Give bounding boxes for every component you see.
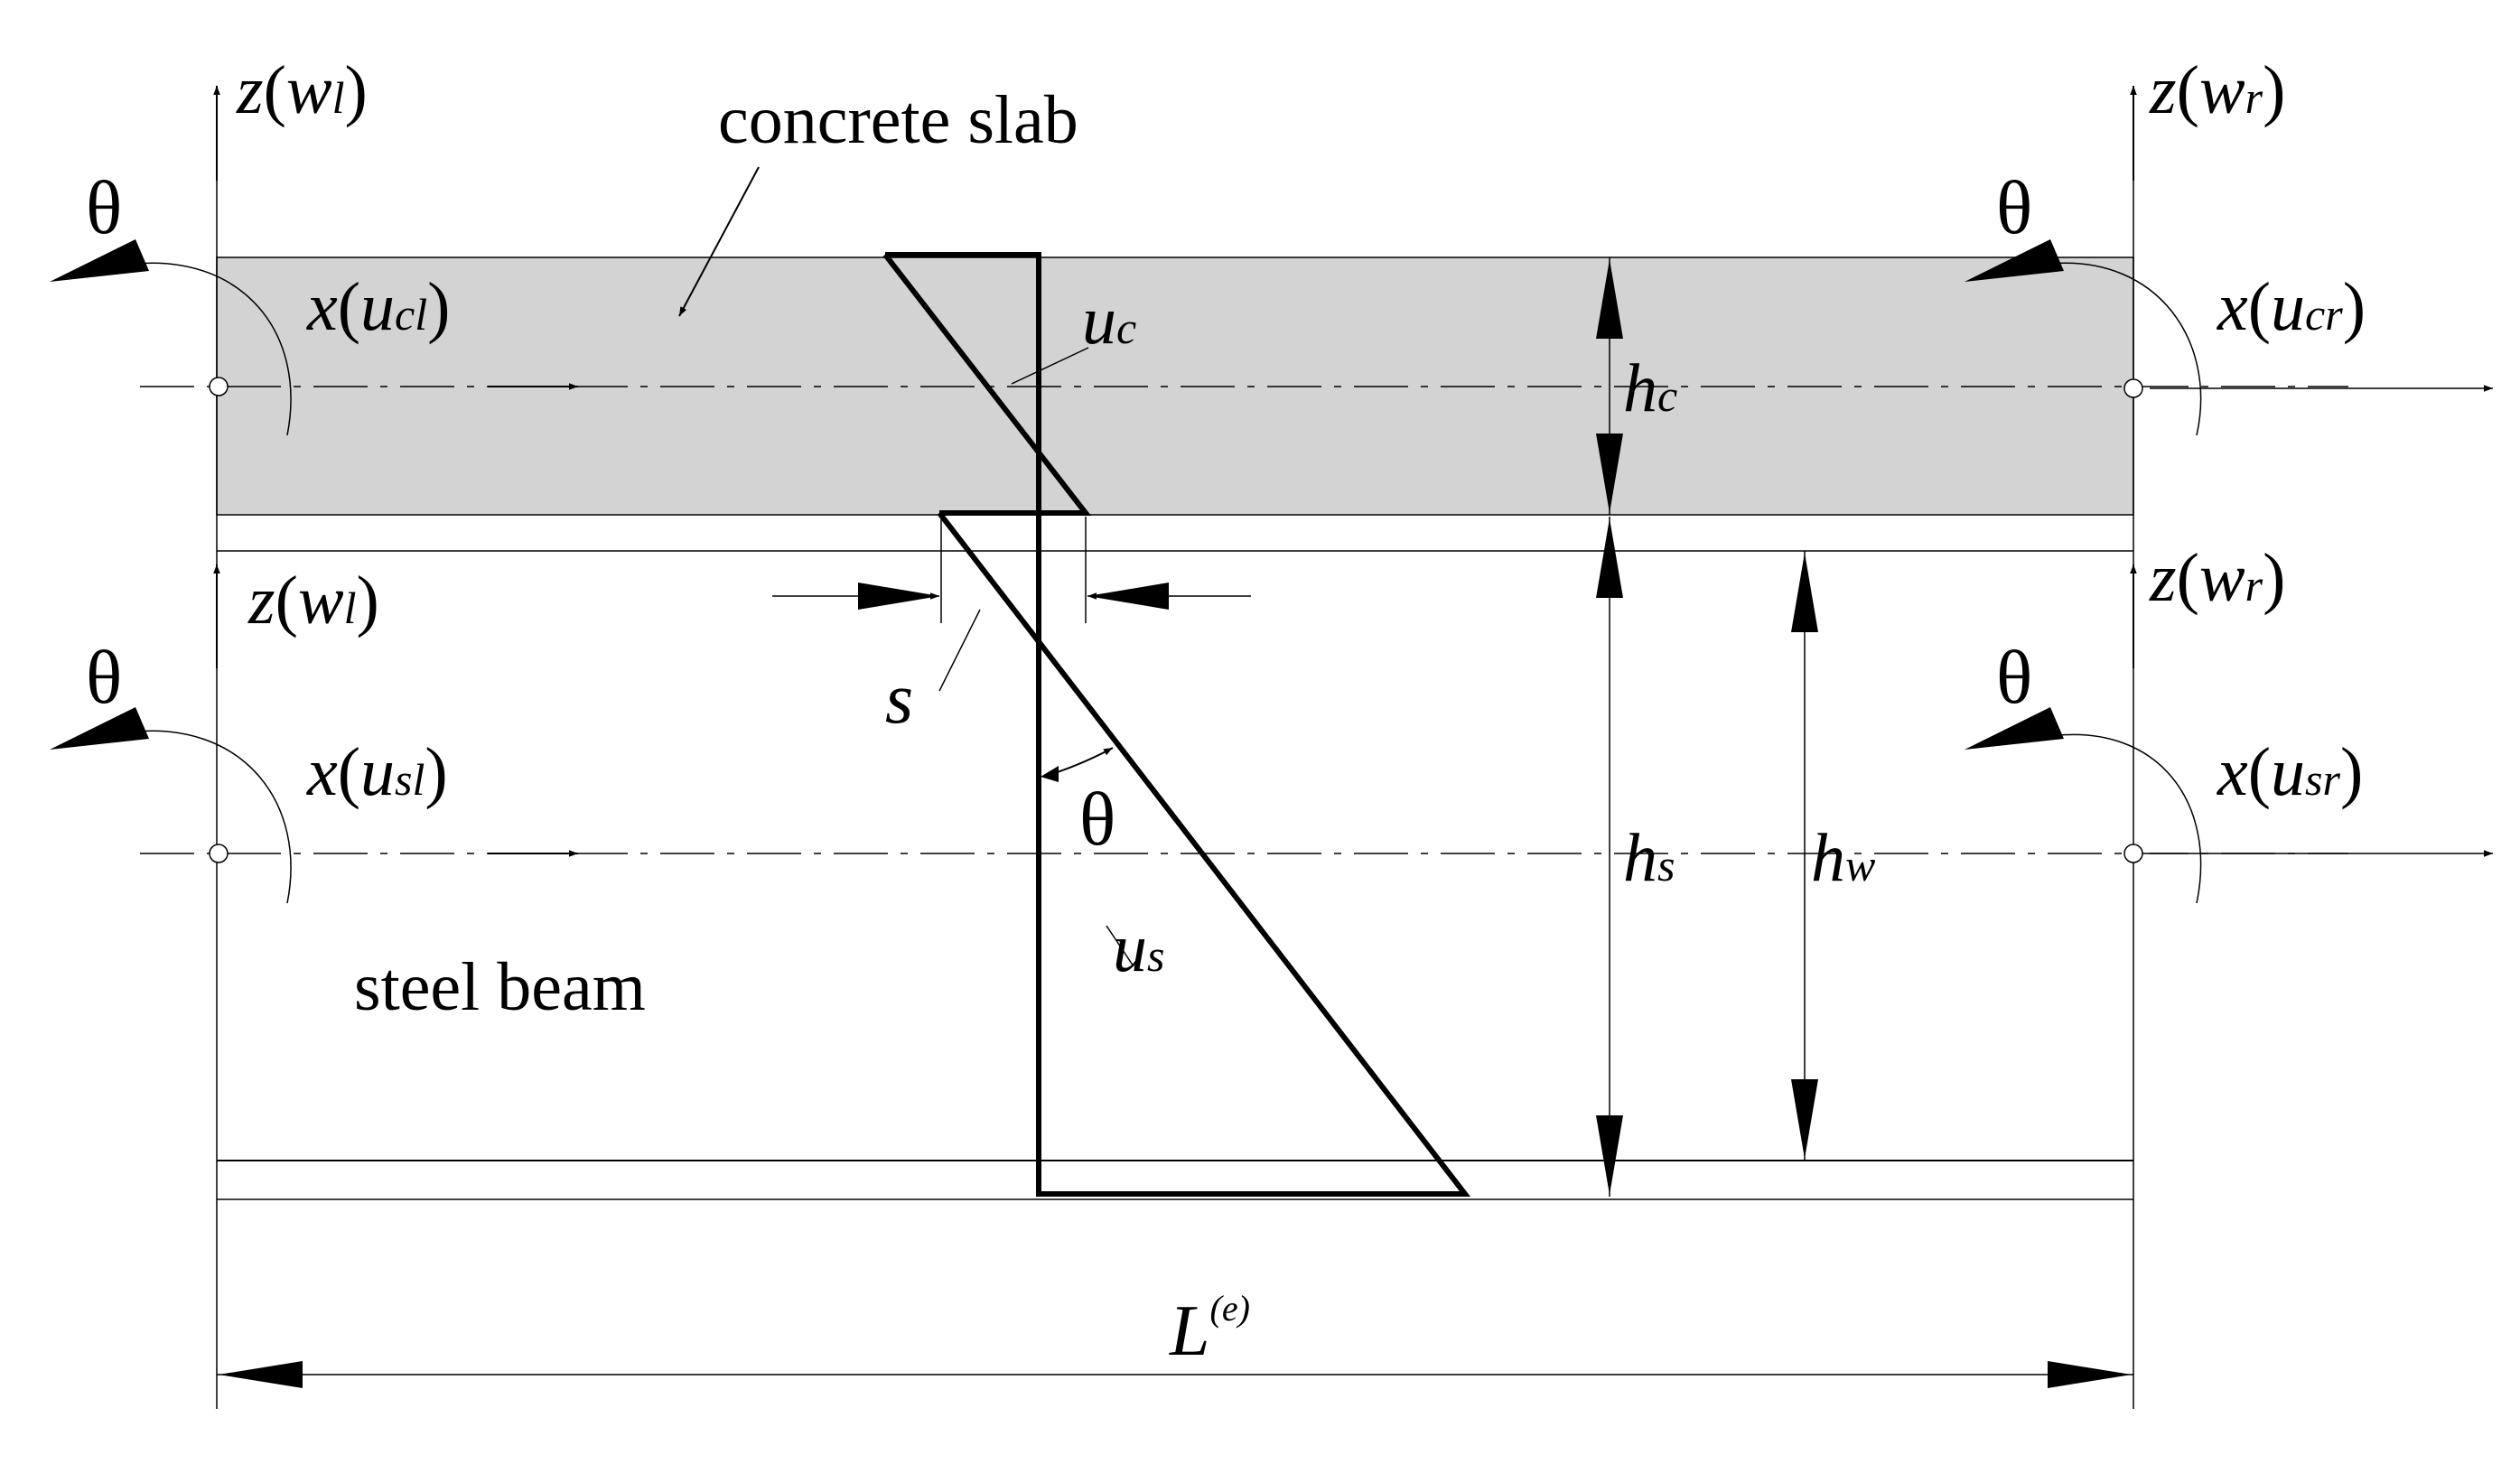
hc-head-bottom <box>1596 434 1623 513</box>
rotation-angle-head-left <box>1041 766 1059 782</box>
steel-beam-label: steel beam <box>354 949 646 1025</box>
rotation-arc-right-top <box>2049 259 2202 436</box>
uc-label: uc <box>1082 283 1136 359</box>
theta-right-top: θ <box>1996 166 2032 250</box>
us-leader <box>1106 925 1134 967</box>
node-right-bottom <box>2123 844 2143 863</box>
rotation-arc-left-top <box>135 259 292 436</box>
slip-head-left <box>858 583 939 610</box>
uc-leader <box>1011 347 1089 385</box>
rotation-head-left-bottom <box>50 707 149 750</box>
z-wr-label-bottom: z(wr) <box>2149 540 2285 616</box>
node-left-top <box>209 377 229 396</box>
x-ucr-label: x(ucr) <box>2217 269 2366 345</box>
slip-head-right <box>1087 583 1169 610</box>
hs-head-bottom <box>1596 1115 1623 1195</box>
length-head-right <box>2048 1361 2132 1388</box>
length-label: L(e) <box>1169 1288 1250 1371</box>
hw-head-top <box>1791 553 1818 632</box>
x-usr-label: x(usr) <box>2217 734 2363 810</box>
rotation-arc-right-bottom <box>2049 731 2202 904</box>
z-wr-label-top: z(wr) <box>2149 52 2285 128</box>
z-wl-label-top: z(wl) <box>236 52 368 128</box>
hw-head-bottom <box>1791 1079 1818 1159</box>
hw-label: hw <box>1811 820 1875 896</box>
theta-left-top: θ <box>86 166 122 250</box>
rotation-arc-left-bottom <box>135 727 292 904</box>
hs-label: hs <box>1623 820 1675 896</box>
concrete-slab-pointer <box>678 166 760 317</box>
node-right-top <box>2123 378 2143 398</box>
x-ucl-label: x(ucl) <box>306 269 450 345</box>
rotation-head-right-bottom <box>1965 707 2064 750</box>
concrete-slab-label: concrete slab <box>718 82 1078 158</box>
z-wl-label-bottom: z(wl) <box>247 563 379 639</box>
slip-leader <box>938 609 981 692</box>
theta-left-bottom: θ <box>86 636 122 720</box>
hs-head-top <box>1596 518 1623 598</box>
theta-right-bottom: θ <box>1996 636 2032 720</box>
hc-label: hc <box>1623 350 1677 426</box>
slip-label: s <box>885 659 913 739</box>
rotation-head-right-top <box>1965 239 2064 282</box>
theta-profile-label: θ <box>1079 778 1115 862</box>
node-left-bottom <box>209 844 229 863</box>
us-label: us <box>1113 910 1164 986</box>
rotation-head-left-top <box>50 239 149 282</box>
hc-head-top <box>1596 259 1623 339</box>
length-head-left <box>219 1361 303 1388</box>
steel-strain-profile <box>937 510 1471 1197</box>
x-usl-label: x(usl) <box>306 734 448 810</box>
